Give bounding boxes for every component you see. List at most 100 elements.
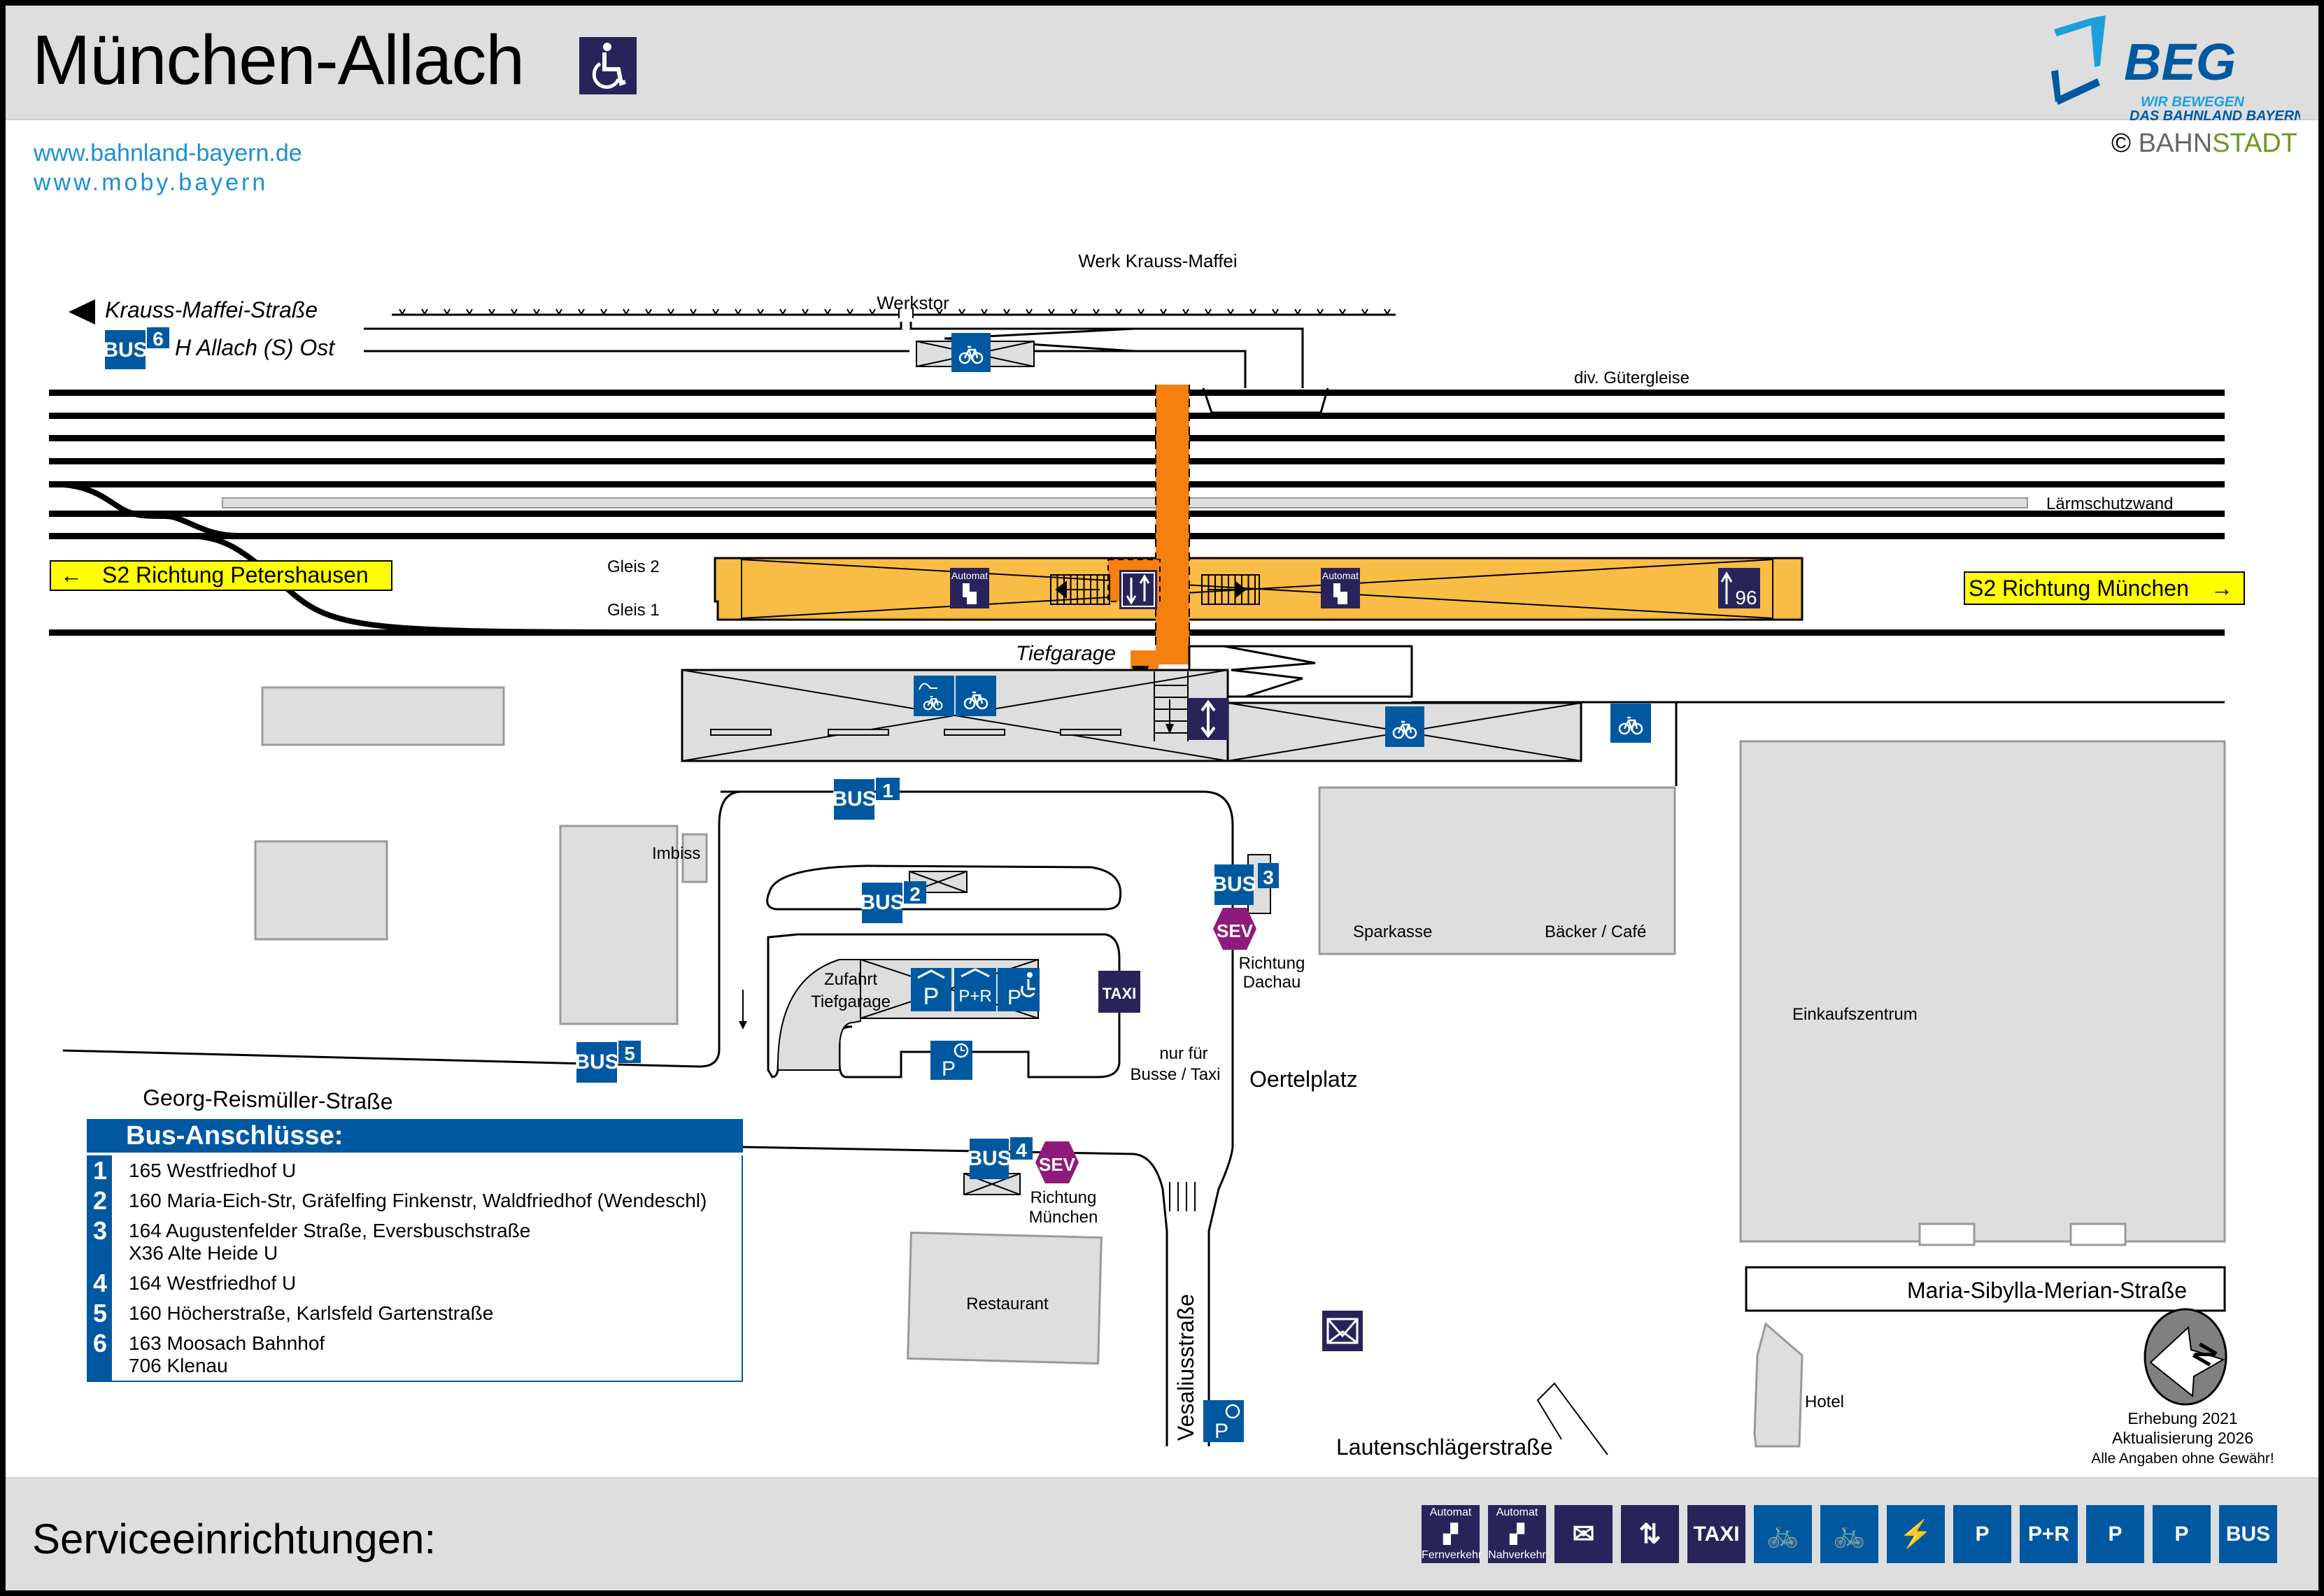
- label-gueterg: div. Gütergleise: [1574, 369, 1689, 387]
- bus-line: 164 Westfriedhof U: [129, 1272, 297, 1294]
- bus-label: BUS: [103, 339, 147, 362]
- disabled-parking-sign[interactable]: P: [998, 968, 1040, 1011]
- covered-bike-parking-east[interactable]: [1385, 706, 1424, 747]
- bus-stop-number: 5: [624, 1043, 635, 1064]
- bus-icon: BUS: [2219, 1505, 2277, 1563]
- bus-stop-1[interactable]: BUS 1: [832, 778, 900, 820]
- elevator-platform[interactable]: [1119, 570, 1157, 609]
- bus-line: 706 Klenau: [129, 1355, 228, 1376]
- link-moby[interactable]: www.moby.bayern: [34, 169, 269, 196]
- bus-connection-row: 4 164 Westfriedhof U: [88, 1268, 742, 1298]
- bike-parking-north[interactable]: [916, 333, 1035, 372]
- noise-barrier: [222, 497, 2028, 508]
- icon-bottom-label: Nahverkehr: [1488, 1549, 1546, 1561]
- icon-label: P: [2174, 1522, 2189, 1546]
- direction-sign-petershausen: ← S2 Richtung Petershausen: [50, 560, 392, 591]
- arrow-left-icon: [69, 299, 95, 325]
- label-hotel: Hotel: [1805, 1392, 1844, 1411]
- short-term-parking-vesalius[interactable]: P: [1203, 1400, 1244, 1443]
- bus-stop-number: 2: [909, 883, 921, 905]
- wheelchair-icon: [579, 37, 637, 94]
- disabled-parking-icon: P: [1953, 1505, 2011, 1563]
- ticket-machine-west[interactable]: Automat: [950, 568, 989, 608]
- factory-fence: [392, 308, 1396, 318]
- label-richtung-muenchen-2: München: [1029, 1208, 1098, 1227]
- bike-garage: [681, 669, 1582, 762]
- bus-stop-3[interactable]: BUS 3: [1212, 854, 1279, 914]
- sev-label: SEV: [1217, 920, 1254, 941]
- beg-logo-text: BEG: [2124, 33, 2236, 91]
- label-h-allach-ost: H Allach (S) Ost: [175, 335, 335, 360]
- platform-stairs-west: [1050, 574, 1110, 605]
- park-and-ride-sign[interactable]: P+R: [954, 968, 996, 1011]
- bike-parking-east[interactable]: [1610, 704, 1651, 743]
- arrow-down-icon: [739, 1021, 747, 1029]
- sev-stop-muenchen[interactable]: SEV: [1035, 1141, 1079, 1183]
- bus-stop-number: 6: [153, 328, 164, 350]
- bus-stop-number: 6: [92, 1329, 108, 1358]
- bus-label: BUS: [1212, 873, 1256, 896]
- icon-label: P: [1975, 1522, 1990, 1546]
- taxi-stand[interactable]: TAXI: [1098, 971, 1140, 1013]
- label-laermschutzwand: Lärmschutzwand: [2046, 494, 2173, 513]
- bus-label: BUS: [832, 788, 876, 811]
- bus-label: BUS: [574, 1050, 618, 1074]
- north-arrow-icon: N: [2144, 1308, 2227, 1406]
- bus-stop-6[interactable]: BUS 6: [103, 327, 169, 369]
- station-map: Werk Krauss-Maffei Werkstor Krauss-Maffe…: [48, 250, 2274, 1467]
- bus-stop-4[interactable]: BUS 4: [963, 1137, 1033, 1195]
- bus-stop-number: 1: [92, 1156, 108, 1185]
- bus-stop-2[interactable]: BUS 2: [860, 881, 926, 923]
- platform-stairs-east: [1201, 574, 1260, 605]
- label-tiefgarage-top: Tiefgarage: [1016, 642, 1116, 665]
- parking-garage-sign[interactable]: P: [911, 968, 951, 1011]
- sev-label: SEV: [1039, 1154, 1076, 1175]
- platform-length-value: 96: [1735, 587, 1757, 608]
- label-richtung-muenchen-1: Richtung: [1030, 1188, 1097, 1207]
- arrow-up-icon: [1720, 571, 1733, 604]
- arrow-left-icon: ←: [60, 562, 83, 587]
- copyright: © BAHNSTADT: [2111, 129, 2297, 159]
- label-nur-fuer: nur für: [1159, 1044, 1207, 1063]
- platform-length-sign: 96: [1718, 568, 1760, 608]
- bus-stop-number: 3: [1263, 867, 1274, 888]
- maria-sibylla-street: [1745, 1266, 2226, 1312]
- label-erhebung: Erhebung 2021: [2127, 1409, 2237, 1427]
- label-maria-sibylla-merian-strasse: Maria-Sibylla-Merian-Straße: [1907, 1278, 2187, 1303]
- taxi-label: TAXI: [1103, 985, 1136, 1002]
- bus-lines: 160 Höcherstraße, Karlsfeld Gartenstraße: [112, 1302, 493, 1325]
- bus-lines: 164 Augustenfelder Straße, Eversbuschstr…: [112, 1220, 530, 1264]
- railway-tracks: [48, 390, 2225, 636]
- link-bahnland[interactable]: www.bahnland-bayern.de: [34, 140, 302, 166]
- label-aktualisierung: Aktualisierung 2026: [2112, 1429, 2253, 1447]
- elevator-garage[interactable]: [1188, 698, 1228, 740]
- ticket-machine-east[interactable]: Automat: [1321, 568, 1360, 608]
- label-richtung-dachau-1: Richtung: [1239, 954, 1305, 973]
- short-term-parking-sign[interactable]: P: [930, 1041, 972, 1081]
- icon-top-label: Automat: [1496, 1506, 1538, 1518]
- web-links: www.bahnland-bayern.de www.moby.bayern: [34, 138, 302, 197]
- label-werk: Werk Krauss-Maffei: [1078, 250, 1237, 271]
- ebike-charging-sign[interactable]: [914, 676, 954, 716]
- short-term-parking-icon: P: [2153, 1505, 2211, 1563]
- bus-stop-number: 4: [92, 1269, 108, 1297]
- mailbox[interactable]: [1322, 1311, 1363, 1351]
- bus-stop-5[interactable]: BUS 5: [574, 1041, 641, 1083]
- copyright-stadt: STADT: [2212, 129, 2297, 158]
- buildings: [254, 686, 2226, 1448]
- sev-stop-dachau[interactable]: SEV: [1213, 908, 1256, 950]
- covered-bike-parking-garage[interactable]: [956, 676, 996, 716]
- bus-line: 160 Höcherstraße, Karlsfeld Gartenstraße: [129, 1302, 494, 1324]
- direction-east-label: S2 Richtung München: [1969, 576, 2189, 601]
- mailbox-icon: ✉: [1554, 1505, 1613, 1563]
- label-georg-reismueller-strasse: Georg-Reismüller-Straße: [143, 1085, 393, 1114]
- footer-title: Serviceeinrichtungen:: [32, 1516, 437, 1562]
- p-label: P: [1214, 1420, 1228, 1443]
- label-baecker: Bäcker / Café: [1545, 922, 1646, 941]
